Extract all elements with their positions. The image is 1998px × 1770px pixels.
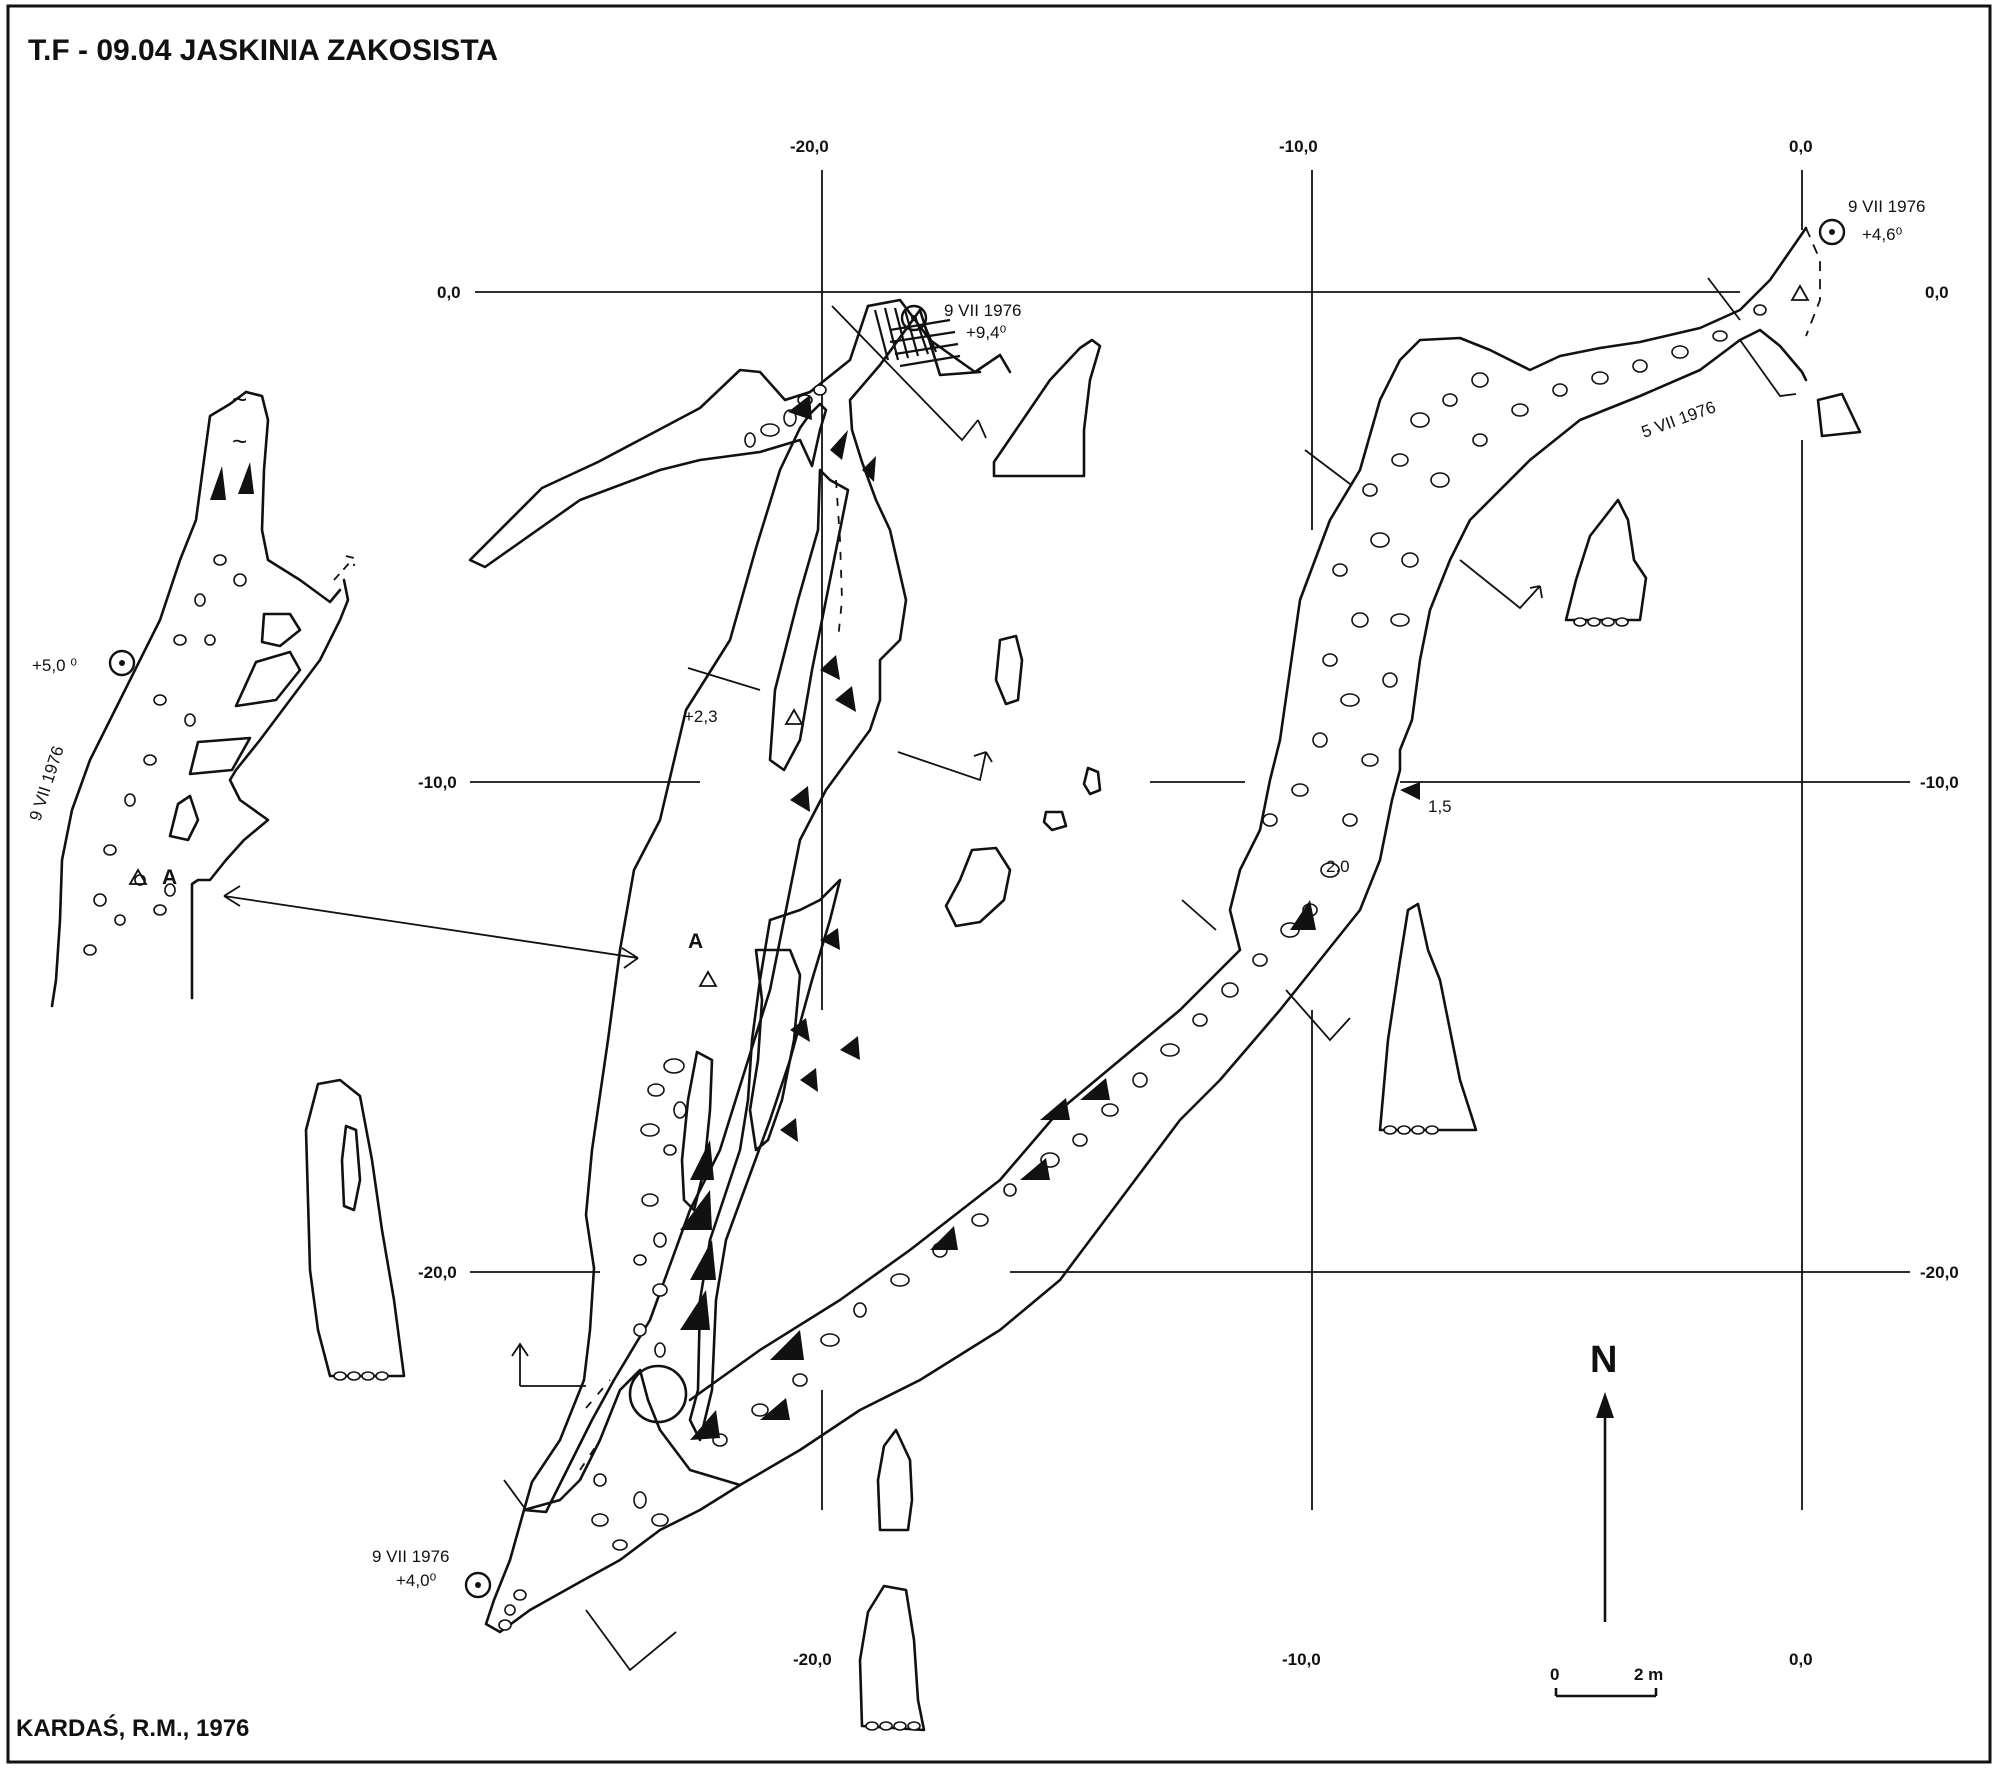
rock-island-1 <box>994 634 1024 706</box>
station-inset-date: 9 VII 1976 <box>26 744 68 824</box>
station-marker-east <box>1818 218 1846 246</box>
inset-connector-arrow <box>223 885 639 969</box>
grid-label-bottom-0: -20,0 <box>793 1650 832 1669</box>
inset-tilde: ~ <box>232 384 247 414</box>
cave-east-passage-wall-south <box>738 328 1808 1487</box>
survey-grid <box>470 170 1910 1510</box>
map-author: KARDAŚ, R.M., 1976 <box>16 1714 249 1742</box>
section-profile-4 <box>304 1078 406 1378</box>
section-profile-5 <box>876 1428 914 1532</box>
section-profile-6 <box>858 1584 926 1732</box>
rock-island-4 <box>944 846 1012 928</box>
station-east-date: 9 VII 1976 <box>1848 197 1926 216</box>
survey-point-north <box>784 708 804 725</box>
station-north-date: 9 VII 1976 <box>944 301 1022 320</box>
section-profile-3 <box>1378 902 1478 1132</box>
north-arrow-head <box>1596 1392 1614 1418</box>
scale-end-label: 2 m <box>1634 1665 1663 1684</box>
north-label: N <box>1590 1339 1617 1381</box>
map-title: T.F - 09.04 JASKINIA ZAKOSISTA <box>28 34 498 67</box>
scale-bar <box>1554 1688 1658 1698</box>
cave-west-passage-wall <box>468 304 982 1514</box>
cave-west-dashed-wall <box>579 479 843 1471</box>
section-lines <box>503 277 1797 1672</box>
inset-rubble <box>83 554 247 956</box>
survey-point-east <box>1790 284 1810 301</box>
station-marker-south <box>464 1571 492 1599</box>
grid-label-left-1: -10,0 <box>418 773 457 792</box>
rock-island-2 <box>1082 766 1102 796</box>
grid-label-top-1: -10,0 <box>1279 137 1318 156</box>
survey-point-a <box>698 970 718 987</box>
section-profile-1 <box>992 338 1102 478</box>
inset-passage-wall <box>50 390 350 1008</box>
grid-label-right-1: -10,0 <box>1920 773 1959 792</box>
cave-north-branch-wall <box>866 298 1012 374</box>
station-inset-temp: +5,0 ⁰ <box>32 656 77 675</box>
cave-north-entrance-hatch <box>873 307 961 368</box>
inset-survey-point <box>128 868 148 885</box>
inset-tilde-2: ~ <box>232 426 247 456</box>
grid-label-left-2: -20,0 <box>418 1263 457 1282</box>
scale-start-label: 0 <box>1550 1665 1559 1684</box>
depth-label-a: +2,3 <box>684 707 718 726</box>
station-north-temp: +9,4⁰ <box>966 323 1007 342</box>
cave-west-rock-block <box>748 948 802 1152</box>
survey-date-east: 5 VII 1976 <box>1639 397 1718 441</box>
cave-east-passage-wall <box>688 226 1808 1402</box>
cave-south-chamber-wall <box>484 1368 742 1634</box>
station-marker-inset <box>108 649 136 677</box>
section-rubble <box>333 617 1629 1731</box>
section-profile-4-hole <box>340 1124 362 1212</box>
grid-label-right-2: -20,0 <box>1920 1263 1959 1282</box>
inset-rock-3 <box>188 736 252 776</box>
cave-south-sinkhole <box>628 1364 688 1424</box>
station-south-temp: +4,0⁰ <box>396 1571 437 1590</box>
station-south-date: 9 VII 1976 <box>372 1547 450 1566</box>
point-label-a: A <box>688 930 703 953</box>
inset-rock-2 <box>234 650 302 708</box>
grid-label-top-0: -20,0 <box>790 137 829 156</box>
station-east-temp: +4,6⁰ <box>1862 225 1903 244</box>
cave-west-slim-island <box>680 1050 714 1212</box>
section-profile-2 <box>1564 498 1648 622</box>
inset-passage-wall-right <box>244 390 342 604</box>
rubble-rocks <box>498 304 1767 1631</box>
rock-island-3 <box>1042 810 1068 832</box>
depth-label-c: 2,0 <box>1326 857 1350 876</box>
cave-west-inner-branch <box>688 878 842 1442</box>
cave-east-head-dashed <box>1805 227 1821 337</box>
grid-label-bottom-2: 0,0 <box>1789 1650 1813 1669</box>
inset-exit-arrow <box>333 555 355 581</box>
grid-label-top-2: 0,0 <box>1789 137 1813 156</box>
grid-label-left-0: 0,0 <box>437 283 461 302</box>
slope-arrows <box>680 395 1420 1440</box>
station-marker-north <box>900 304 928 332</box>
inset-rock-4 <box>168 794 200 842</box>
point-label-a-inset: A <box>162 866 177 889</box>
cave-west-inner-island <box>768 468 850 772</box>
grid-label-bottom-1: -10,0 <box>1282 1650 1321 1669</box>
grid-label-right-0: 0,0 <box>1925 283 1949 302</box>
cave-east-head-triangle <box>1816 392 1862 438</box>
inset-rock-1 <box>260 612 302 648</box>
depth-label-b: 1,5 <box>1428 797 1452 816</box>
inset-slope-arrows <box>210 462 254 500</box>
map-frame <box>6 4 1992 1764</box>
